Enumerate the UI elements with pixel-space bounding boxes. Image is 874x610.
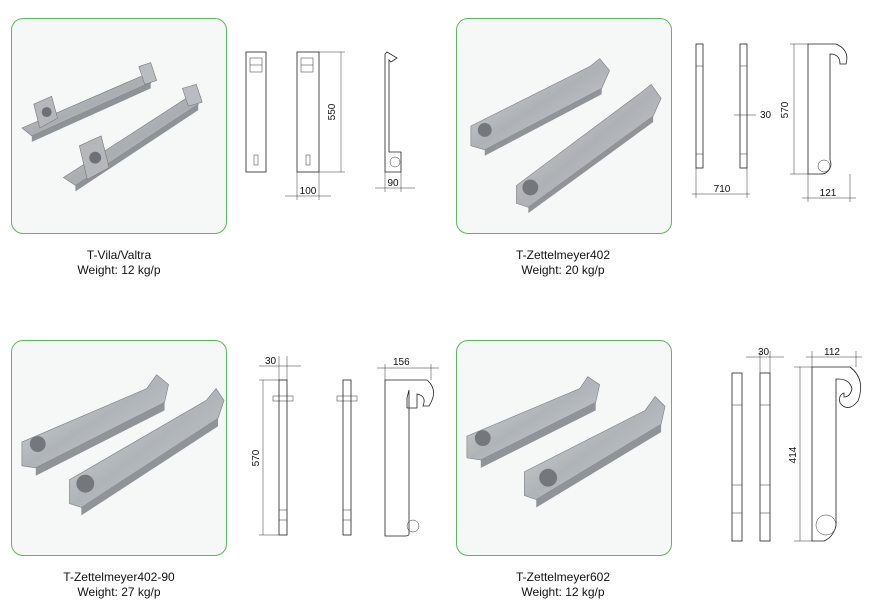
dim-label: 570	[251, 449, 262, 466]
product-weight: Weight: 12 kg/p	[521, 585, 605, 599]
product-photo-vila-valtra	[11, 18, 227, 234]
product-caption-vila-valtra: T-Vila/Valtra Weight: 12 kg/p	[4, 248, 234, 278]
side-view	[296, 51, 320, 173]
side-view	[759, 372, 771, 542]
product-photo-zettelmeyer402	[456, 18, 672, 234]
product-photo-zettelmeyer402-90	[11, 340, 227, 556]
dim-label: 414	[788, 446, 799, 463]
dim-label: 30	[758, 347, 770, 358]
end-view	[384, 379, 434, 537]
dim-label: 100	[300, 186, 317, 197]
dim-label: 30	[760, 110, 772, 121]
product-caption-zettelmeyer602: T-Zettelmeyer602 Weight: 12 kg/p	[448, 570, 678, 600]
dim-label: 156	[393, 357, 410, 368]
bracket-image	[21, 374, 225, 516]
front-view	[278, 379, 288, 536]
front-view	[695, 43, 704, 169]
dim-label: 710	[714, 184, 731, 195]
dim-label: 90	[387, 178, 399, 189]
front-view	[731, 372, 743, 542]
product-photo-zettelmeyer602	[456, 340, 672, 556]
product-weight: Weight: 12 kg/p	[77, 263, 161, 277]
dim-label: 30	[265, 356, 277, 367]
technical-drawing-vila-valtra: 550 100 90	[245, 51, 415, 200]
dim-label: 121	[820, 188, 837, 199]
bracket-image	[466, 376, 666, 508]
product-caption-zettelmeyer402: T-Zettelmeyer402 Weight: 20 kg/p	[448, 248, 678, 278]
end-view	[811, 366, 862, 542]
side-view	[342, 379, 352, 536]
technical-drawing-zettelmeyer402: 30 710 570 121	[692, 43, 856, 202]
bracket-image	[470, 58, 662, 214]
dim-label: 550	[327, 103, 338, 120]
product-name: T-Vila/Valtra	[86, 248, 152, 262]
product-caption-zettelmeyer402-90: T-Zettelmeyer402-90 Weight: 27 kg/p	[4, 570, 234, 600]
product-name: T-Zettelmeyer402-90	[63, 570, 175, 584]
product-weight: Weight: 27 kg/p	[77, 585, 161, 599]
end-view	[384, 51, 402, 173]
product-name: T-Zettelmeyer602	[515, 570, 611, 584]
dim-label: 570	[780, 101, 791, 118]
product-name: T-Zettelmeyer402	[515, 248, 611, 262]
product-weight: Weight: 20 kg/p	[521, 263, 605, 277]
technical-drawing-zettelmeyer402-90: 30 570 156	[251, 356, 439, 537]
bracket-image	[21, 62, 203, 192]
front-view	[245, 51, 267, 173]
dim-label: 112	[824, 347, 840, 358]
side-view	[739, 43, 748, 169]
technical-drawing-zettelmeyer602: 30 414 112	[731, 347, 862, 542]
end-view	[807, 43, 848, 175]
